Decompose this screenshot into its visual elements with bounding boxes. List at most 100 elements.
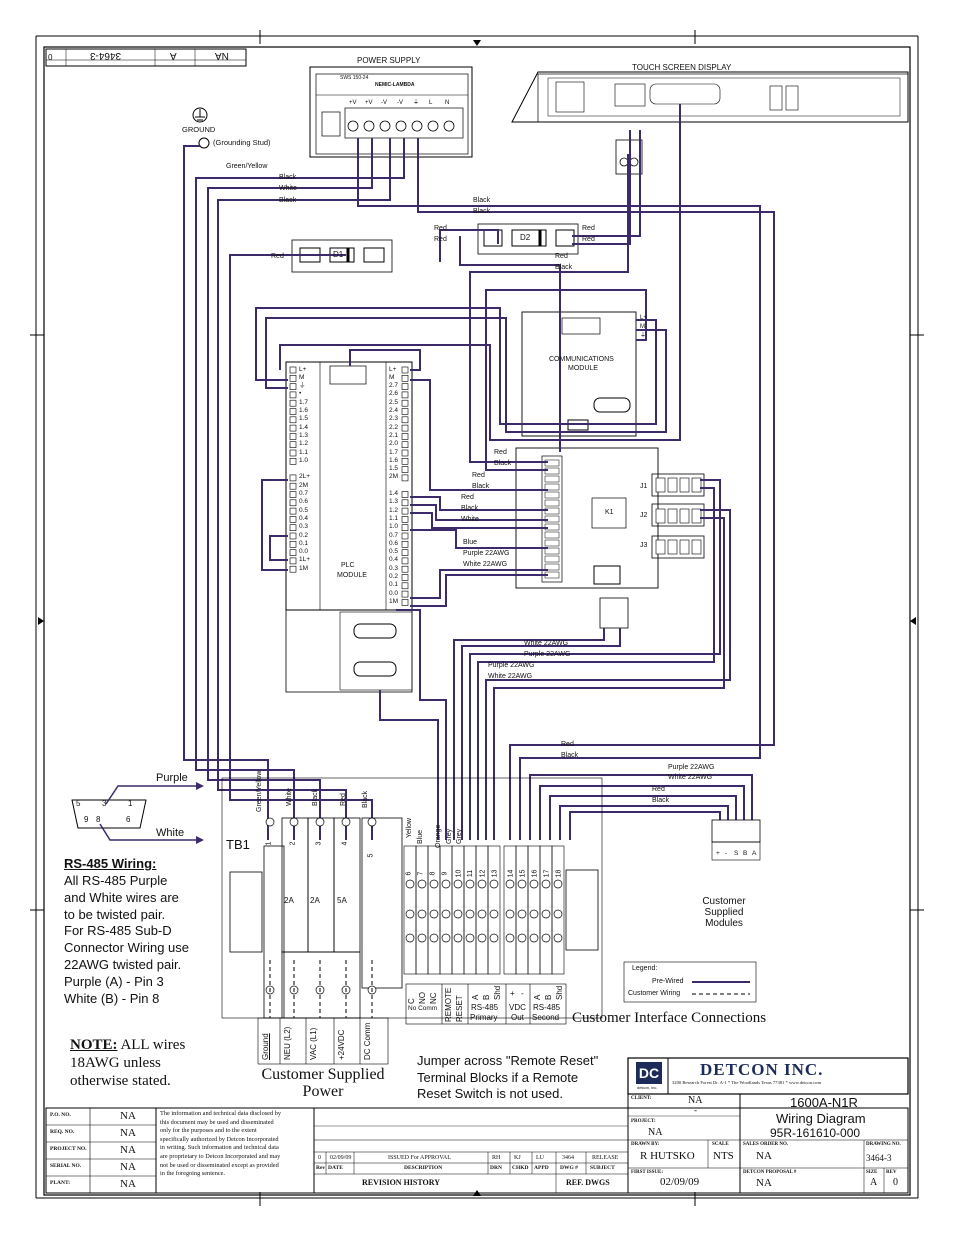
revision-header: DRN xyxy=(490,1165,502,1171)
tb1-terminal-number: 5 xyxy=(367,853,375,858)
plc-right-terminals xyxy=(401,366,409,606)
relay-connector-pin xyxy=(667,539,678,555)
disclaimer-line: this document may be used and disseminat… xyxy=(160,1118,274,1126)
plc-left-terminal xyxy=(289,457,297,465)
rev-box-drawing-no: 3464-3 xyxy=(90,50,122,61)
terminal-screw xyxy=(429,933,439,943)
plc-left-label: L+ xyxy=(299,365,307,373)
terminal-screw xyxy=(553,909,563,919)
drawing-no-value: 3464-3 xyxy=(866,1153,892,1163)
pre-wired-wires xyxy=(183,104,775,840)
db9-connector xyxy=(71,799,147,829)
plc-left-terminal xyxy=(289,532,297,540)
tb1-terminal-number: 17 xyxy=(543,869,551,878)
rev-box-job: NA xyxy=(215,50,229,61)
wire-label-black-7: Black xyxy=(472,483,490,490)
comm-term-m: M xyxy=(640,324,645,330)
revision-header: CHKD xyxy=(512,1165,529,1171)
revision-header: DATE xyxy=(328,1165,343,1171)
relay-terminal xyxy=(544,539,560,547)
tb1-terminal-number: 3 xyxy=(315,841,323,846)
plc-left-terminal xyxy=(289,366,297,374)
jumper-line-3: Reset Switch is not used. xyxy=(417,1086,563,1101)
plc-right-terminal xyxy=(401,599,409,606)
tb1-terminal-number: 13 xyxy=(491,869,499,878)
plc-right-terminal xyxy=(401,532,409,540)
plc-right-label: 2.5 xyxy=(389,398,399,406)
plc-right-terminal xyxy=(401,441,409,449)
plc-right-terminal xyxy=(401,433,409,440)
terminal-screw xyxy=(529,879,539,889)
relay-connector-pin xyxy=(679,508,690,524)
terminal-screw xyxy=(541,879,551,889)
disclaimer-line: not be used or disseminated except as pr… xyxy=(160,1161,279,1169)
iface-primary-pin: B xyxy=(482,994,491,1000)
tb1-terminals xyxy=(265,817,565,995)
wire-label-white-2: White xyxy=(461,516,479,523)
project-value: NA xyxy=(648,1127,663,1138)
plc-left-label: 0.6 xyxy=(299,498,309,506)
terminal-screw xyxy=(477,909,487,919)
plc-right-terminal xyxy=(401,524,409,532)
breaker-2-rating: 2A xyxy=(310,896,320,905)
legend-customer-wiring: Customer Wiring xyxy=(628,990,681,997)
customer-interface-connections: Customer Interface Connections xyxy=(572,1010,767,1026)
plc-right-terminal xyxy=(401,507,409,515)
plc-left-label: 2M xyxy=(299,481,309,489)
plc-right-label: 1.2 xyxy=(389,506,399,514)
ps-terminal-label: N xyxy=(445,100,450,106)
title-line-3: 95R-161610-000 xyxy=(770,1126,861,1140)
plc-left-label: 0.7 xyxy=(299,490,309,497)
relay-terminal xyxy=(544,563,560,571)
iface-remote: REMOTE xyxy=(444,987,453,1022)
comm-term-l: L+ xyxy=(640,315,647,321)
wire-label-red-5: Red xyxy=(271,253,284,260)
plc-left-label: ⏚ xyxy=(299,382,306,390)
plc-right-terminal xyxy=(401,383,409,390)
title-line-2: Wiring Diagram xyxy=(776,1111,866,1126)
tb-wire-black-2: Black xyxy=(362,790,369,808)
comm-term-gnd: ⏚ xyxy=(640,333,647,339)
plc-right-label: 1.3 xyxy=(389,498,399,506)
plc-right-terminal xyxy=(401,491,409,498)
disclaimer-line: The information and technical data discl… xyxy=(160,1110,281,1117)
plc-left-label: 1.4 xyxy=(299,423,309,431)
wire-label-blue: Blue xyxy=(463,539,478,546)
terminal-screw xyxy=(429,879,439,889)
iface-second-pin: A xyxy=(533,994,542,1000)
relay-terminal xyxy=(544,555,560,563)
power-supply xyxy=(309,66,473,158)
plc-right-label: 0.0 xyxy=(389,589,399,597)
terminal-screw xyxy=(477,933,487,943)
wire-label-red-6: Red xyxy=(555,253,568,260)
tb1-terminal-number: 10 xyxy=(455,869,463,878)
wire-label-red-4: Red xyxy=(582,236,595,243)
plc-left-terminal xyxy=(289,499,297,507)
plc-right-terminal xyxy=(401,374,409,382)
plc-label-1: PLC xyxy=(341,562,355,569)
terminal-screw xyxy=(315,817,325,827)
plc-right-label: 0.1 xyxy=(389,581,399,589)
plc-left-label: 1.3 xyxy=(299,431,309,439)
note-bold: NOTE: xyxy=(70,1037,118,1053)
power-label: +24VDC xyxy=(337,1029,346,1060)
disclaimer: The information and technical data discl… xyxy=(160,1110,281,1179)
iface-reset: RESET xyxy=(455,995,464,1022)
ground-label: GROUND xyxy=(182,125,216,134)
plc-left-terminal xyxy=(289,516,297,523)
plc-right-label: 0.6 xyxy=(389,539,399,547)
disclaimer-line: only for the purposes and to the extent xyxy=(160,1127,257,1135)
wire-label-white-22-2: White 22AWG xyxy=(524,640,569,647)
iface-label-group1: NO xyxy=(418,992,427,1004)
csp-line-2: Power xyxy=(302,1083,344,1100)
plc-left-label: 2L+ xyxy=(299,473,311,481)
client-value: NA xyxy=(688,1095,703,1106)
plc-left-terminal xyxy=(289,507,297,515)
plc-left-terminal xyxy=(289,441,297,449)
plc-left-label: • xyxy=(299,390,302,398)
revision-cell: 3464 xyxy=(562,1155,574,1161)
plc-left-terminal xyxy=(289,549,297,556)
iface-primary-2: Primary xyxy=(470,1013,498,1022)
jumper-line-2: Terminal Blocks if a Remote xyxy=(417,1069,579,1085)
